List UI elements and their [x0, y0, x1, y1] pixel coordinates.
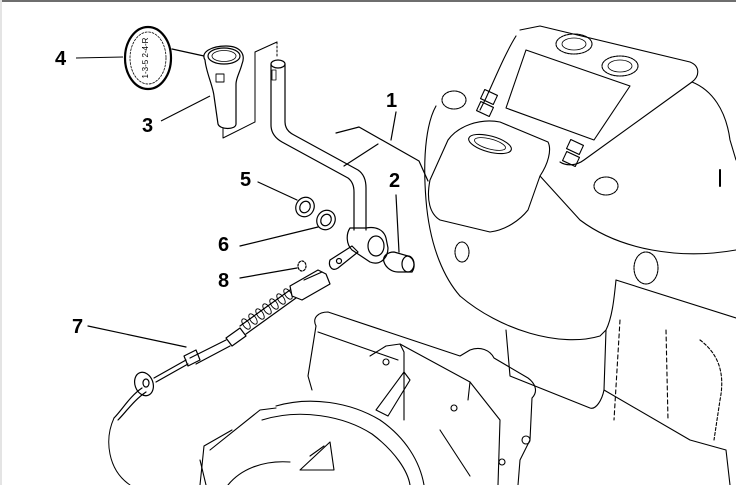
gear-knob-part[interactable] [203, 45, 244, 130]
transmission-housing-part [199, 311, 537, 485]
callout-3[interactable]: 3 [142, 115, 154, 137]
frame-border-top [0, 0, 736, 2]
assembly-axis-line [222, 41, 278, 139]
leader-cable [87, 325, 187, 348]
frame-border-left [0, 0, 2, 485]
callout-7[interactable]: 7 [72, 316, 84, 338]
leader-bushing [395, 194, 400, 253]
bushing-part[interactable] [383, 251, 415, 273]
clip-part[interactable] [297, 260, 307, 272]
callout-8[interactable]: 8 [218, 270, 230, 292]
leader-badge-to-knob [171, 48, 205, 57]
leader-washer-6 [239, 226, 319, 247]
washer-6-part[interactable] [313, 207, 339, 233]
callout-1[interactable]: 1 [386, 90, 398, 112]
callout-4[interactable]: 4 [55, 48, 67, 70]
gear-lever-part[interactable] [270, 59, 389, 270]
callout-2[interactable]: 2 [389, 170, 401, 192]
leader-lever-bracket [335, 126, 429, 182]
badge-shift-pattern: 1-3-5 2-4-R [141, 37, 150, 78]
leader-knob [160, 95, 211, 122]
center-console-part [424, 25, 736, 485]
knob-badge-part[interactable]: 1-3-5 2-4-R [123, 25, 173, 91]
leader-badge [75, 56, 124, 59]
shift-cable-part[interactable] [108, 269, 331, 485]
washer-5-part[interactable] [292, 194, 318, 220]
leader-lever [390, 111, 397, 141]
callout-5[interactable]: 5 [240, 169, 252, 191]
callout-6[interactable]: 6 [218, 234, 230, 256]
leader-washer-5 [257, 181, 298, 201]
leader-lever-to-rod [343, 143, 379, 167]
leader-clip [239, 267, 298, 279]
